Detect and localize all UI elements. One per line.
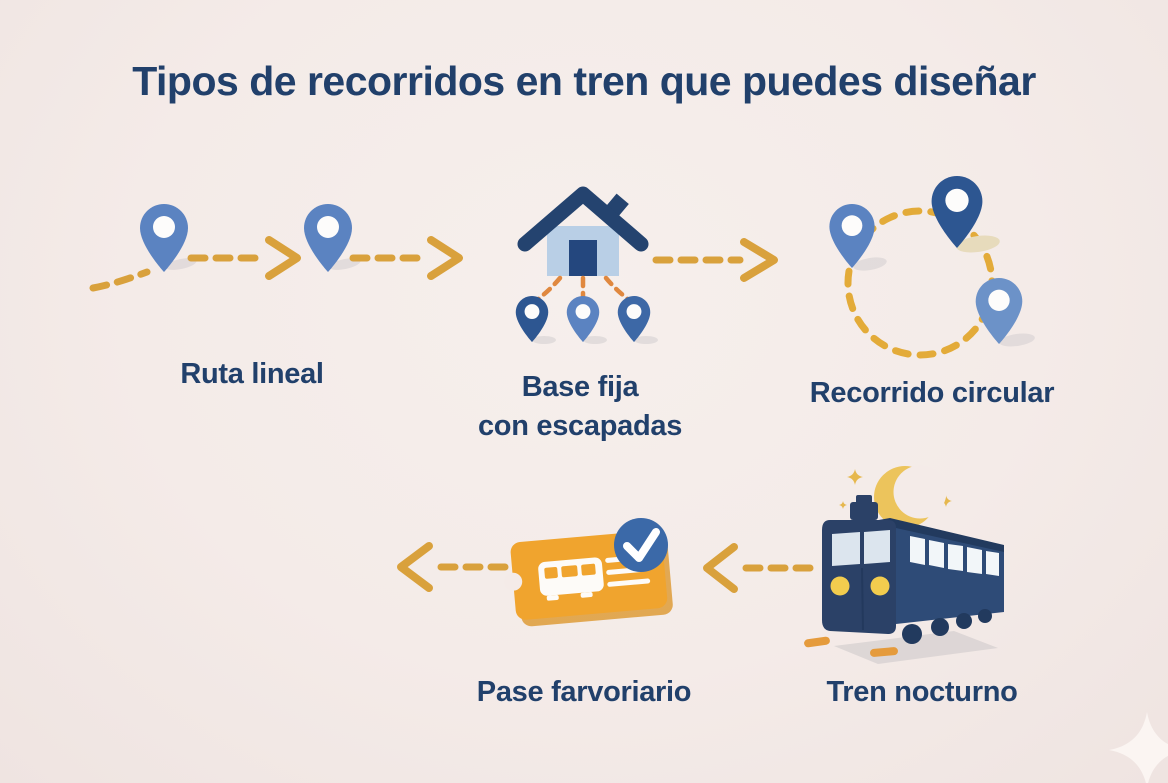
map-pin-icon <box>617 296 651 342</box>
train-side-windows <box>910 536 999 576</box>
train-windshield <box>832 530 890 566</box>
crescent-moon-icon <box>874 465 947 528</box>
pin-shadow <box>634 336 658 344</box>
map-pin-icon <box>975 278 1023 344</box>
circular-route-illustration <box>829 176 1035 359</box>
house-icon <box>517 186 649 276</box>
label-ruta-lineal: Ruta lineal <box>180 358 324 390</box>
train-headlight <box>870 576 890 596</box>
dashed-path <box>89 268 151 292</box>
ticket-notch <box>504 572 523 591</box>
night-train-illustration <box>804 465 1004 664</box>
label-base-fija-line1: Base fija <box>521 371 639 403</box>
home-base-illustration <box>515 186 658 344</box>
arrow-left-icon <box>397 542 433 592</box>
label-recorrido-circular: Recorrido circular <box>809 377 1055 409</box>
rail-pass-illustration <box>504 518 673 627</box>
linear-route-illustration <box>89 204 463 292</box>
arrow-right-icon <box>265 236 301 280</box>
pin-shadow <box>532 336 556 344</box>
house-roof <box>517 186 649 252</box>
pin-shadow <box>583 336 607 344</box>
dashed-arrow-left <box>397 542 517 592</box>
night-train-icon <box>822 495 1004 644</box>
bus-icon <box>538 557 604 601</box>
label-base-fija-line2: con escapadas <box>477 410 683 442</box>
train-wheels <box>902 609 992 644</box>
corner-sparkle-icon <box>1109 712 1168 783</box>
arrow-left-icon <box>703 543 738 593</box>
ground-dash <box>804 636 830 648</box>
label-pase-ferroviario: Pase farvoriario <box>476 676 692 708</box>
map-pin-icon <box>566 296 600 342</box>
arrow-right-icon <box>740 238 778 282</box>
map-pin-icon <box>515 296 549 342</box>
pin-shadow <box>853 257 887 271</box>
ground-dash <box>870 647 898 657</box>
pin-shadow <box>956 235 1000 253</box>
arrow-right-icon <box>427 236 463 280</box>
label-tren-nocturno: Tren nocturno <box>826 676 1018 708</box>
train-headlight <box>830 576 850 596</box>
house-door <box>569 240 597 276</box>
pin-shadow <box>165 258 197 270</box>
check-badge-icon <box>614 518 668 572</box>
pin-shadow <box>999 333 1035 347</box>
page-title: Tipos de recorridos en tren que puedes d… <box>132 58 1036 104</box>
train-chimney <box>850 502 878 520</box>
dashed-arrow-left <box>703 543 818 593</box>
dashed-arrow-right <box>652 238 778 282</box>
